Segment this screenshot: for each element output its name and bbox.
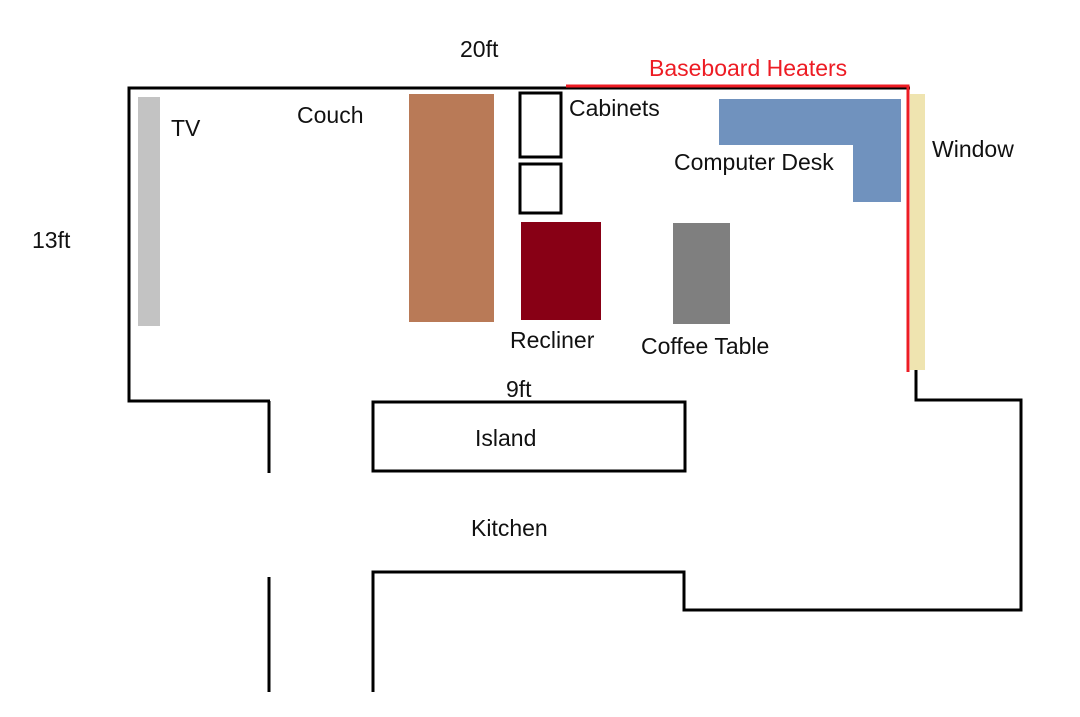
living-room-walls <box>127 86 1023 692</box>
recliner-shape <box>521 222 601 320</box>
cabinet-upper <box>518 91 563 159</box>
tv-shape <box>138 97 160 326</box>
couch-label: Couch <box>297 102 363 128</box>
computer-desk-label: Computer Desk <box>674 149 834 175</box>
cabinet-lower <box>518 162 563 215</box>
baseboard-heaters-line <box>566 84 910 372</box>
island-label: Island <box>475 425 536 451</box>
computer-desk-shape <box>719 99 901 202</box>
coffee-table-label: Coffee Table <box>641 333 769 359</box>
coffee-table-shape <box>673 223 730 324</box>
dimension-9ft: 9ft <box>506 376 532 402</box>
couch-shape <box>409 94 494 322</box>
island-shape <box>371 400 687 473</box>
recliner-label: Recliner <box>510 327 595 353</box>
baseboard-heaters-label: Baseboard Heaters <box>649 55 847 81</box>
window-label: Window <box>932 136 1014 162</box>
window-shape <box>910 94 925 370</box>
tv-label: TV <box>171 115 201 141</box>
dimension-13ft: 13ft <box>32 227 71 253</box>
dimension-20ft: 20ft <box>460 36 499 62</box>
kitchen-label: Kitchen <box>471 515 548 541</box>
cabinets-label: Cabinets <box>569 95 660 121</box>
